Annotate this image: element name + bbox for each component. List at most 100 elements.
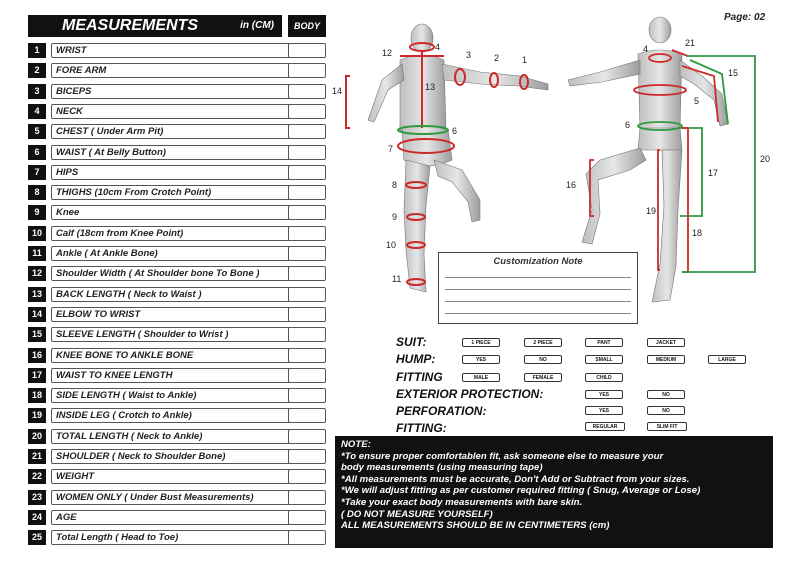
row-label: NECK: [51, 103, 306, 119]
body-value-input[interactable]: [288, 43, 326, 58]
exterior-no-option[interactable]: NO: [647, 390, 685, 399]
row-number: 16: [28, 347, 46, 363]
note-title: NOTE:: [341, 439, 371, 450]
hump-large-option[interactable]: LARGE: [708, 355, 746, 364]
row-label: INSIDE LEG ( Crotch to Ankle): [51, 408, 306, 424]
row-number: 18: [28, 388, 46, 404]
fitting-gender-label: FITTING: [396, 370, 443, 384]
body-value-input[interactable]: [288, 225, 326, 241]
note-line: *To ensure proper comfortablen fit, ask …: [341, 450, 664, 462]
perforation-no-option[interactable]: NO: [647, 406, 685, 415]
row-label: Total Length ( Head to Toe): [51, 530, 306, 546]
row-label: WOMEN ONLY ( Under Bust Measurements): [51, 489, 306, 505]
row-label: WEIGHT: [51, 469, 306, 485]
row-number: 23: [28, 489, 46, 505]
body-value-input[interactable]: [288, 449, 326, 464]
suit-pant-option[interactable]: PANT: [585, 338, 623, 347]
fitting-regular-option[interactable]: REGULAR: [585, 422, 625, 431]
hump-yes-option[interactable]: YES: [462, 355, 500, 364]
body-value-input[interactable]: [288, 327, 326, 343]
row-number: 2: [28, 63, 46, 79]
body-value-input[interactable]: [288, 489, 326, 505]
body-value-input[interactable]: [288, 347, 326, 363]
customization-note-box[interactable]: Customization Note: [438, 252, 638, 324]
label-back-neck: 4: [435, 42, 440, 52]
label-back-elbow-wrist: 14: [332, 86, 342, 96]
row-number: 22: [28, 469, 46, 485]
note-line: [445, 277, 631, 278]
row-number: 5: [28, 124, 46, 140]
measurements-header: MEASUREMENTS in (CM): [28, 15, 282, 37]
label-front-neck: 4: [643, 44, 648, 54]
body-value-input[interactable]: [288, 530, 326, 546]
row-label: CHEST ( Under Arm Pit): [51, 124, 306, 140]
note-line: ( DO NOT MEASURE YOURSELF): [341, 508, 493, 520]
body-value-input[interactable]: [288, 367, 326, 383]
body-value-input[interactable]: [288, 266, 326, 282]
body-value-input[interactable]: [288, 63, 326, 79]
row-label: Shoulder Width ( At Shoulder bone To Bon…: [51, 266, 306, 282]
row-number: 14: [28, 306, 46, 322]
fitting-child-option[interactable]: CHILD: [585, 373, 623, 382]
label-back-shoulder-width: 12: [382, 48, 392, 58]
label-back-biceps: 3: [466, 50, 471, 60]
fitting-male-option[interactable]: MALE: [462, 373, 500, 382]
row-number: 10: [28, 225, 46, 241]
body-value-input[interactable]: [288, 428, 326, 444]
label-back-hips: 7: [388, 144, 393, 154]
body-value-input[interactable]: [288, 103, 326, 119]
label-front-sleeve: 15: [728, 68, 738, 78]
row-number: 19: [28, 408, 46, 424]
fitting-style-label: FITTING:: [396, 421, 447, 435]
label-front-knee-ankle: 16: [566, 180, 576, 190]
suit-2-piece-option[interactable]: 2 PIECE: [524, 338, 562, 347]
row-label: Ankle ( At Ankle Bone): [51, 246, 306, 261]
body-value-input[interactable]: [288, 408, 326, 424]
row-label: THIGHS (10cm From Crotch Point): [51, 185, 306, 201]
body-value-input[interactable]: [288, 164, 326, 180]
body-value-input[interactable]: [288, 388, 326, 404]
row-label: WAIST TO KNEE LENGTH: [51, 367, 306, 383]
hump-label: HUMP:: [396, 352, 436, 366]
label-back-forearm: 2: [494, 53, 499, 63]
label-front-total-length: 20: [760, 154, 770, 164]
hump-medium-option[interactable]: MEDIUM: [647, 355, 685, 364]
body-value-input[interactable]: [288, 83, 326, 99]
body-column-header: BODY: [288, 15, 326, 37]
body-value-input[interactable]: [288, 469, 326, 485]
hump-no-option[interactable]: NO: [524, 355, 562, 364]
exterior-yes-option[interactable]: YES: [585, 390, 623, 399]
body-value-input[interactable]: [288, 205, 326, 221]
suit-jacket-option[interactable]: JACKET: [647, 338, 685, 347]
row-number: 4: [28, 103, 46, 119]
body-value-input[interactable]: [288, 306, 326, 322]
row-number: 17: [28, 367, 46, 383]
customization-note-title: Customization Note: [493, 256, 583, 267]
page-number: Page: 02: [724, 12, 766, 23]
body-value-input[interactable]: [288, 185, 326, 201]
body-value-input[interactable]: [288, 509, 326, 525]
label-back-wrist: 1: [522, 55, 527, 65]
row-number: 20: [28, 428, 46, 444]
row-label: WRIST: [51, 43, 306, 58]
row-number: 15: [28, 327, 46, 343]
body-value-input[interactable]: [288, 144, 326, 160]
row-label: BACK LENGTH ( Neck to Waist ): [51, 286, 306, 302]
row-label: SIDE LENGTH ( Waist to Ankle): [51, 388, 306, 404]
row-number: 6: [28, 144, 46, 160]
row-number: 25: [28, 530, 46, 546]
hump-small-option[interactable]: SMALL: [585, 355, 623, 364]
fitting-female-option[interactable]: FEMALE: [524, 373, 562, 382]
row-number: 21: [28, 449, 46, 464]
note-line: ALL MEASUREMENTS SHOULD BE IN CENTIMETER…: [341, 520, 610, 532]
perforation-yes-option[interactable]: YES: [585, 406, 623, 415]
row-number: 12: [28, 266, 46, 282]
suit-1-piece-option[interactable]: 1 PIECE: [462, 338, 500, 347]
body-value-input[interactable]: [288, 246, 326, 261]
label-front-side-length: 18: [692, 228, 702, 238]
label-front-waist-knee: 17: [708, 168, 718, 178]
back-measure-marks: [345, 42, 529, 286]
body-value-input[interactable]: [288, 124, 326, 140]
fitting-slim-fit-option[interactable]: SLIM FIT: [647, 422, 687, 431]
body-value-input[interactable]: [288, 286, 326, 302]
